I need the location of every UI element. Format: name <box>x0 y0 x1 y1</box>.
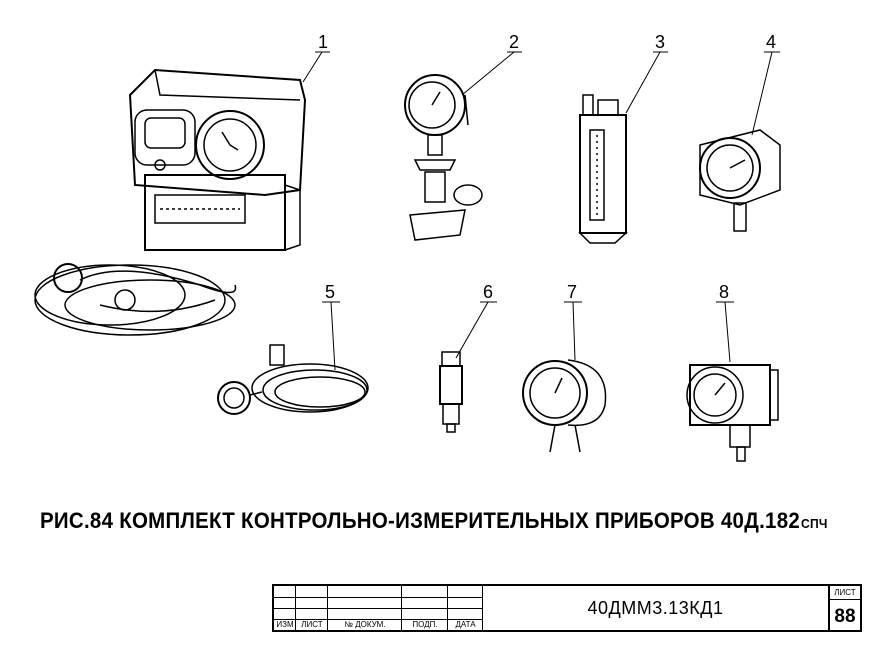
title-block: ИЗМ ЛИСТ № ДОКУМ. ПОДП. ДАТА 40ДММ3.13КД… <box>272 584 862 632</box>
revision-grid: ИЗМ ЛИСТ № ДОКУМ. ПОДП. ДАТА <box>274 586 483 630</box>
column-data: ДАТА <box>455 620 476 629</box>
document-number: 40ДММ3.13КД1 <box>483 586 830 630</box>
callout-4: 4 <box>766 32 776 52</box>
column-list: ЛИСТ <box>301 620 323 629</box>
fitting-adapter <box>439 351 463 433</box>
figure-caption: РИС.84 КОМПЛЕКТ КОНТРОЛЬНО-ИЗМЕРИТЕЛЬНЫХ… <box>40 508 827 534</box>
panel-gauge <box>699 129 781 232</box>
callout-5: 5 <box>325 282 335 302</box>
callout-3: 3 <box>655 32 665 52</box>
differential-gauge <box>522 359 607 453</box>
remote-gauge-with-capillary <box>217 344 369 415</box>
column-dokum: № ДОКУМ. <box>344 620 386 629</box>
callout-6: 6 <box>483 282 493 302</box>
figure-caption-text: РИС.84 КОМПЛЕКТ КОНТРОЛЬНО-ИЗМЕРИТЕЛЬНЫХ… <box>40 508 801 533</box>
callout-leaders <box>302 51 780 371</box>
column-podp: ПОДП. <box>412 620 438 629</box>
sheet-number: 88 <box>834 606 856 627</box>
callout-1: 1 <box>318 32 328 52</box>
bracket-mounted-gauge <box>686 364 779 462</box>
callout-7: 7 <box>567 282 577 302</box>
sheet-label: ЛИСТ <box>830 588 860 600</box>
pressure-gauge-with-valve <box>404 74 483 241</box>
control-panel-unit <box>34 68 307 336</box>
figure-caption-suffix: СПЧ <box>800 516 828 531</box>
callout-2: 2 <box>509 32 519 52</box>
callout-8: 8 <box>719 282 729 302</box>
tube-indicator-instrument <box>578 94 628 244</box>
column-izm: ИЗМ <box>276 620 294 629</box>
sheet-cell: ЛИСТ 88 <box>830 586 860 630</box>
